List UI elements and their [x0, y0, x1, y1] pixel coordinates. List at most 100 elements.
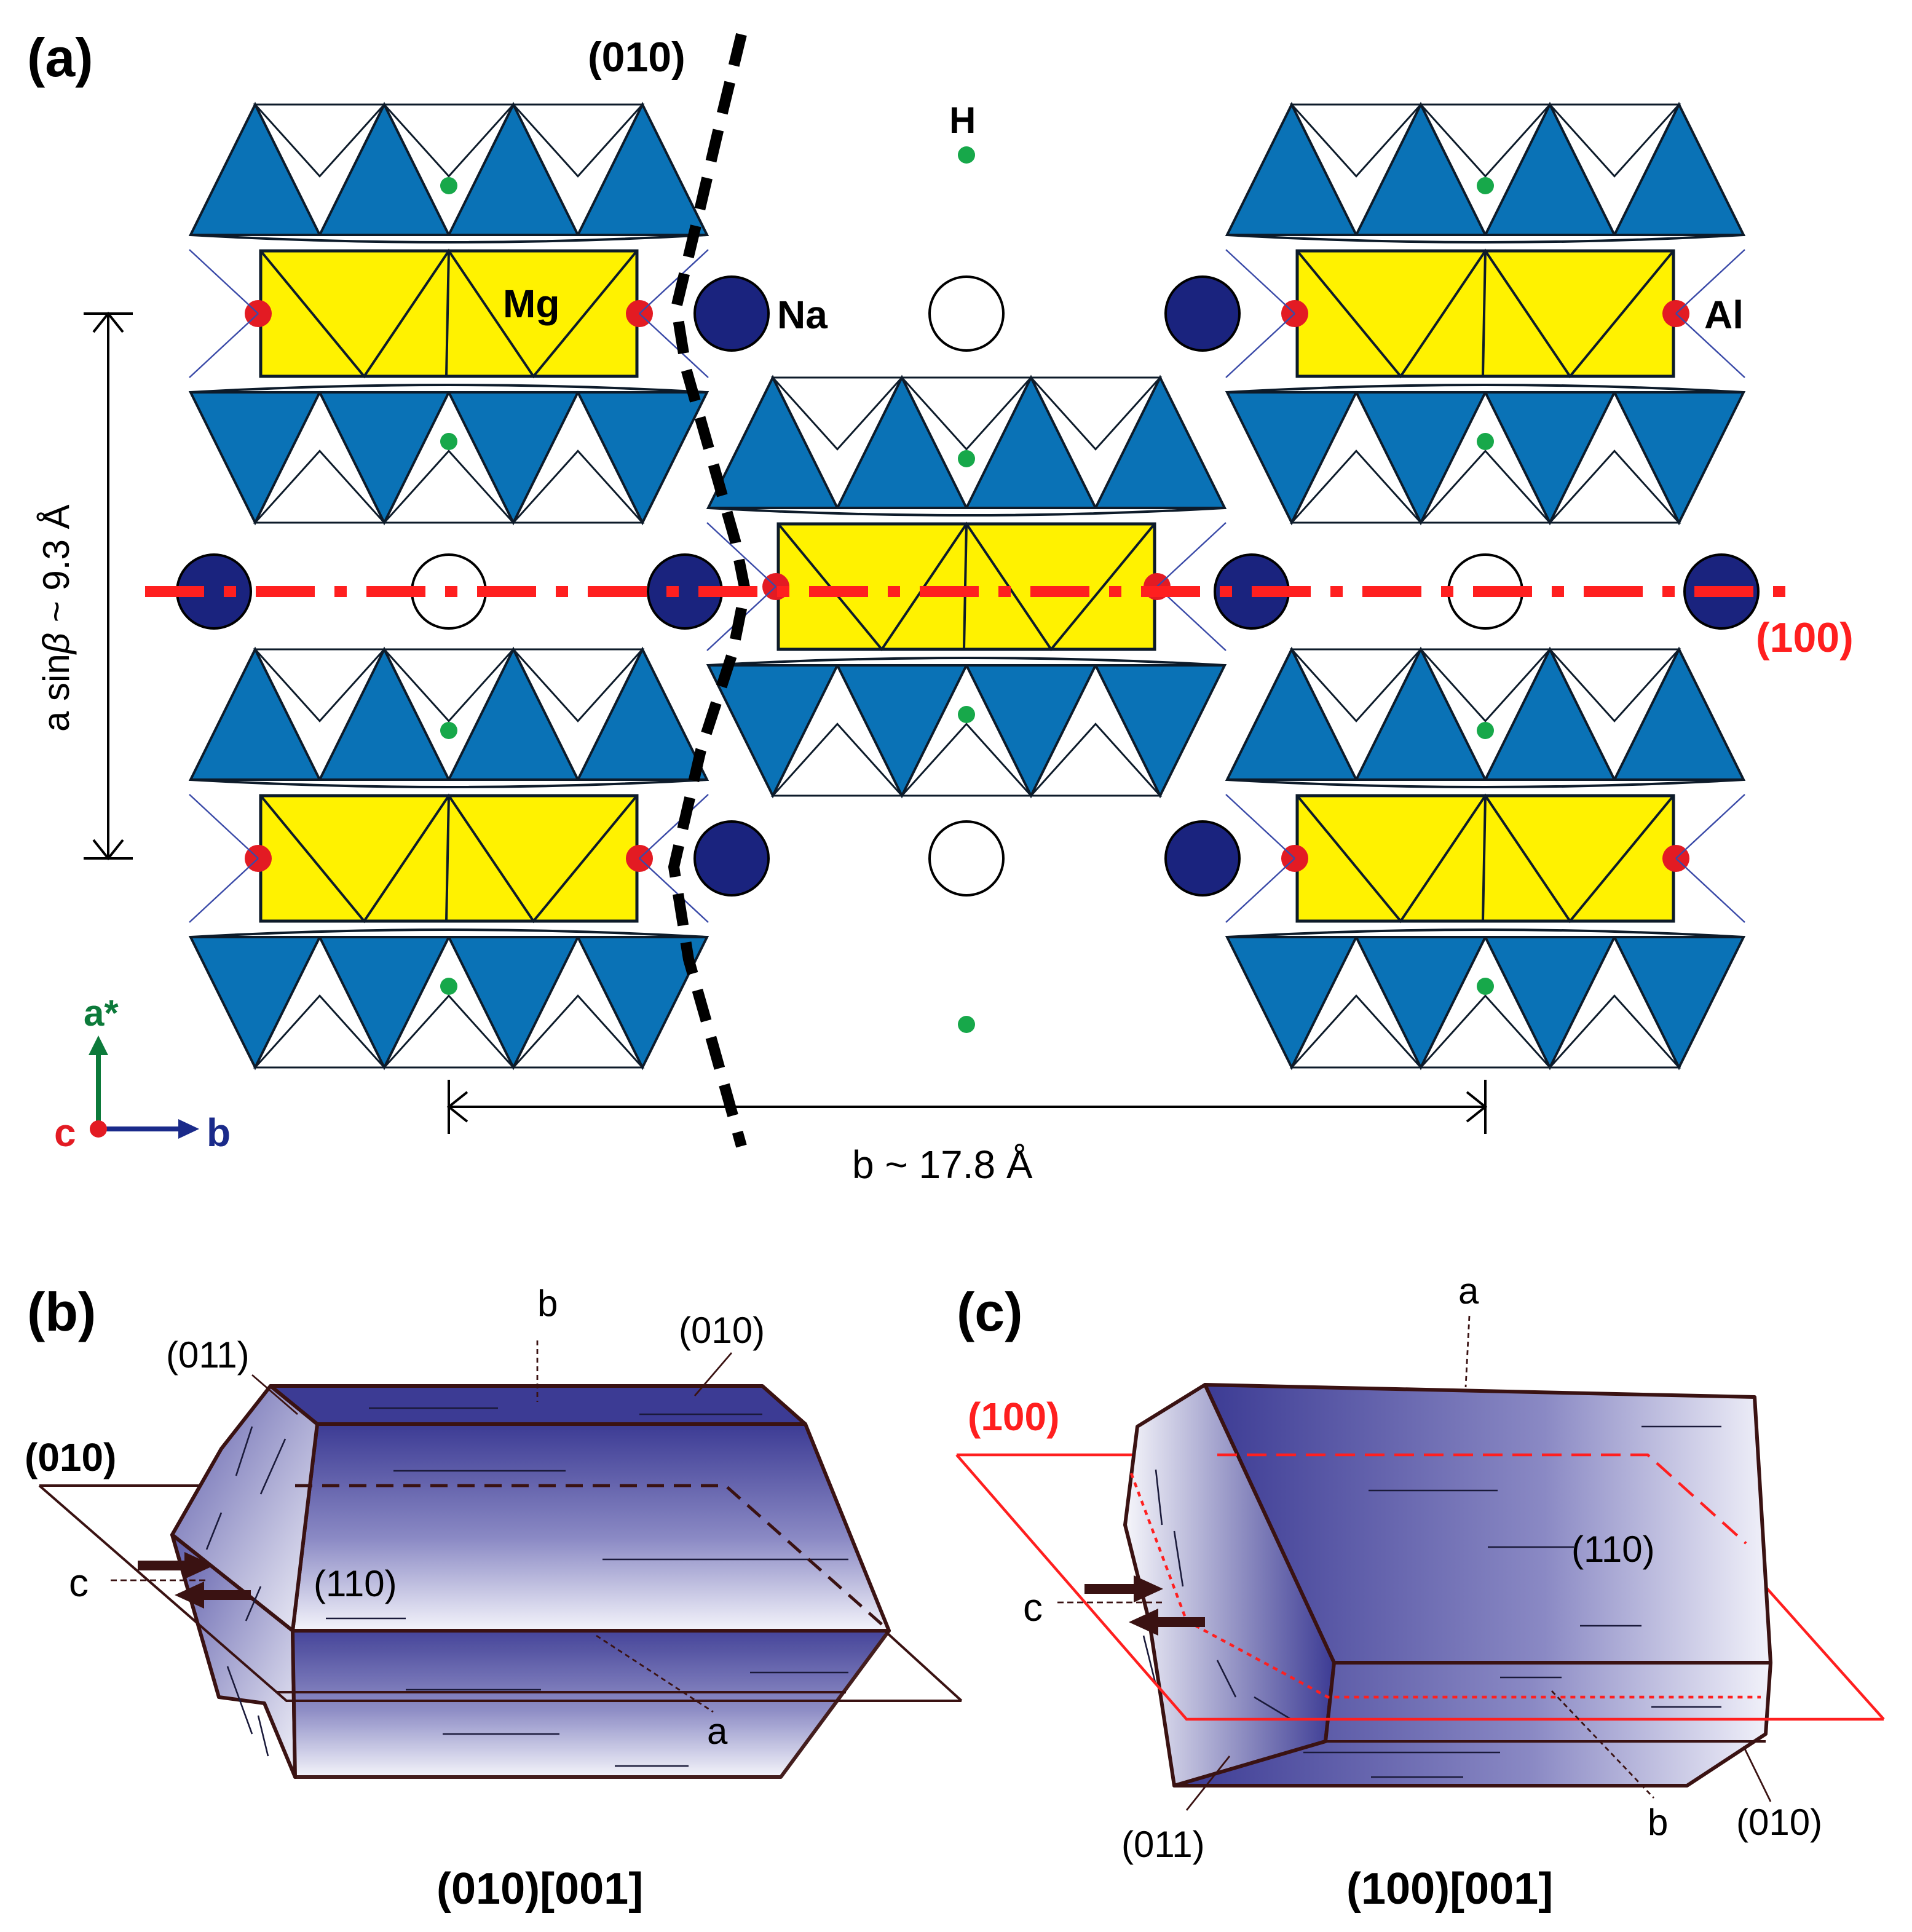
si-tetrahedron: [317, 101, 451, 236]
tetra-gap: [1418, 648, 1552, 723]
tetra-gap: [770, 723, 904, 797]
na-atom: [693, 820, 770, 897]
si-tetrahedron: [835, 374, 969, 509]
octa-edge: [1482, 795, 1487, 922]
h-atom: [440, 433, 457, 450]
h-atom: [958, 1016, 975, 1033]
tetra-gap: [253, 648, 387, 723]
bond-line: [1156, 522, 1227, 587]
shear-arrows-b: [138, 1552, 251, 1609]
dimension-a-arrow: [84, 311, 133, 861]
atom-label-si: Si: [755, 175, 794, 222]
si-tetrahedron: [1225, 646, 1359, 781]
si-tetrahedron: [1612, 646, 1746, 781]
tetra-chain-edge: [190, 778, 708, 788]
crystal-c-striations: [1142, 1425, 1721, 1778]
atom-label-al: Al: [1704, 293, 1744, 337]
crystal-b-striations: [205, 1407, 848, 1767]
h-atom: [440, 978, 457, 995]
bond-line: [639, 858, 709, 923]
tetra-chain-edge: [190, 384, 708, 394]
tetra-chain-edge: [1227, 234, 1744, 243]
tetra-chain-edge: [708, 507, 1225, 517]
si-tetrahedron: [575, 101, 709, 236]
octa-edge: [1482, 250, 1487, 377]
bond-line: [1675, 249, 1745, 314]
bond-line: [1225, 249, 1295, 314]
si-tetrahedron: [1483, 391, 1617, 526]
na-atom: [1164, 275, 1241, 352]
si-tetrahedron: [1483, 936, 1617, 1071]
axis-b-label-c: b: [1648, 1802, 1668, 1843]
bond-line: [1675, 858, 1745, 923]
atom-label-na: Na: [777, 293, 828, 337]
tetra-gap: [1029, 376, 1163, 451]
si-tetrahedron: [1093, 664, 1227, 799]
plane-100-label-c: (100): [968, 1395, 1059, 1439]
tetra-gap: [253, 994, 387, 1069]
si-tetrahedron: [1225, 391, 1359, 526]
face-011-label-c: (011): [1121, 1824, 1205, 1865]
tetra-gap: [1289, 103, 1423, 178]
panel-b: (b): [25, 1281, 963, 1914]
h-atom: [958, 146, 975, 164]
tetra-gap: [899, 376, 1033, 451]
h-atom: [440, 177, 457, 194]
crystal-b: [170, 1384, 891, 1779]
si-tetrahedron: [188, 646, 322, 781]
bond-line: [1225, 794, 1295, 859]
tetra-chain-edge: [708, 657, 1225, 667]
tetra-gap: [382, 103, 516, 178]
octa-edge: [445, 250, 450, 377]
face-011-label-b: (011): [166, 1334, 250, 1376]
axis-b-label: b: [207, 1111, 231, 1155]
bond-line: [189, 858, 259, 923]
panel-a-label: (a): [27, 27, 93, 88]
slip-plane-010-front: [38, 1484, 962, 1702]
tetra-gap: [1289, 994, 1423, 1069]
plane-100-label: (100): [1756, 614, 1854, 661]
si-tetrahedron: [446, 391, 580, 526]
si-tetrahedron: [446, 936, 580, 1071]
slip-plane-100-hidden-edge: [1217, 1453, 1747, 1545]
bond-line: [639, 313, 709, 378]
dimension-a-label: a sinβ ~ 9.3 Å: [36, 504, 77, 732]
si-tetrahedron: [706, 664, 840, 799]
atom-label-h: H: [949, 100, 976, 141]
si-tetrahedron: [575, 391, 709, 526]
slip-plane-010-hidden-edge: [295, 1484, 890, 1632]
si-tetrahedron: [964, 374, 1098, 509]
face-010-label-b: (010): [679, 1310, 765, 1351]
shear-arrows-c: [1084, 1575, 1205, 1636]
si-tetrahedron: [1354, 391, 1488, 526]
tetra-chain-edge: [190, 928, 708, 938]
si-tetrahedron: [317, 391, 451, 526]
slip-system-label-c: (100)[001]: [1346, 1864, 1553, 1914]
slip-plane-100-front: [955, 1454, 1884, 1721]
h-atom: [958, 706, 975, 723]
tetra-gap: [1029, 723, 1163, 797]
tetra-chain-edge: [1227, 928, 1744, 938]
si-tetrahedron: [1093, 374, 1227, 509]
si-tetrahedron: [1612, 936, 1746, 1071]
tetra-gap: [1418, 449, 1552, 524]
tetra-gap: [511, 449, 645, 524]
axis-a-label-b: a: [707, 1711, 728, 1752]
bond-line: [1675, 794, 1745, 859]
tetra-chain-edge: [1227, 778, 1744, 788]
panel-b-label: (b): [27, 1281, 96, 1342]
si-tetrahedron: [1612, 391, 1746, 526]
bond-line: [1675, 313, 1745, 378]
na-atom: [693, 275, 770, 352]
tetra-gap: [899, 723, 1033, 797]
crystal-structure: [176, 101, 1760, 1071]
tetra-gap: [253, 449, 387, 524]
axis-c-label-c: c: [1023, 1585, 1043, 1629]
tetra-gap: [382, 648, 516, 723]
tetra-gap: [253, 103, 387, 178]
face-010-label-c: (010): [1736, 1802, 1822, 1843]
si-tetrahedron: [964, 664, 1098, 799]
si-tetrahedron: [1354, 646, 1488, 781]
tetra-gap: [1289, 449, 1423, 524]
si-tetrahedron: [188, 101, 322, 236]
